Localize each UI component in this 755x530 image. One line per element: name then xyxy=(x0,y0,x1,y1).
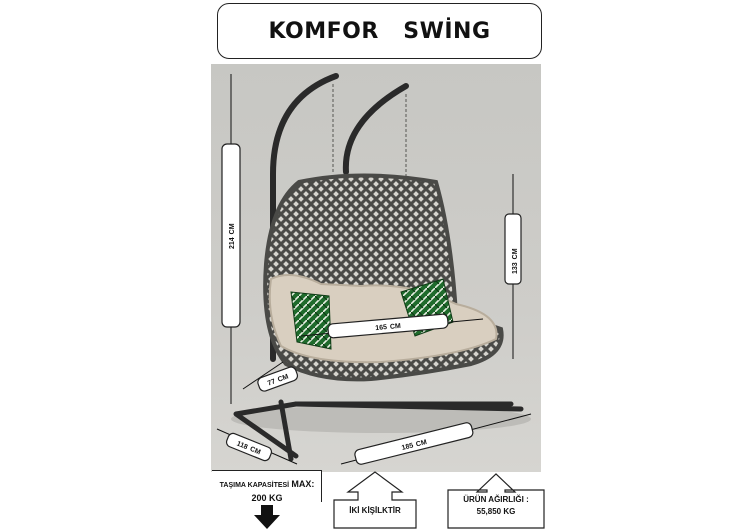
total-height-box xyxy=(221,143,241,328)
seat-height-box xyxy=(504,213,522,285)
capacity-value: 200 KG xyxy=(251,493,283,503)
product-title: KOMFOR SWİNG xyxy=(217,3,542,59)
persons-label: İKİ KİŞİLKTİR xyxy=(349,506,401,515)
base-depth-box xyxy=(225,432,273,462)
left-stand xyxy=(270,73,339,362)
persons-arrow-icon xyxy=(333,471,417,529)
capacity-max: MAX: xyxy=(291,479,315,489)
weight-value: 55,850 KG xyxy=(476,507,516,516)
right-stand xyxy=(342,83,409,175)
base-width-box xyxy=(354,422,474,465)
arrow-down-icon xyxy=(254,505,280,529)
seat-height-label: 133CM xyxy=(512,248,519,274)
weight-block: ÜRÜN AĞIRLIĞI : 55,850 KG xyxy=(448,494,544,518)
capacity-block: TAŞIMA KAPASİTESİ MAX: 200 KG xyxy=(216,478,318,504)
total-height-label: 214CM xyxy=(229,223,236,249)
base-width-label: 185CM xyxy=(401,439,428,452)
seat-depth-box xyxy=(257,366,299,392)
seat-width-box xyxy=(327,313,449,339)
weight-arrow-icon xyxy=(447,473,545,529)
left-pillow xyxy=(290,291,332,350)
capacity-label: TAŞIMA KAPASİTESİ xyxy=(219,482,290,489)
base-depth-label: 118CM xyxy=(235,440,261,456)
seat-depth-label: 77CM xyxy=(267,373,290,387)
weight-label: ÜRÜN AĞIRLIĞI : xyxy=(463,495,529,504)
seat-depth-line xyxy=(242,361,284,390)
capacity-frame xyxy=(212,470,322,502)
base-bar xyxy=(293,401,524,412)
